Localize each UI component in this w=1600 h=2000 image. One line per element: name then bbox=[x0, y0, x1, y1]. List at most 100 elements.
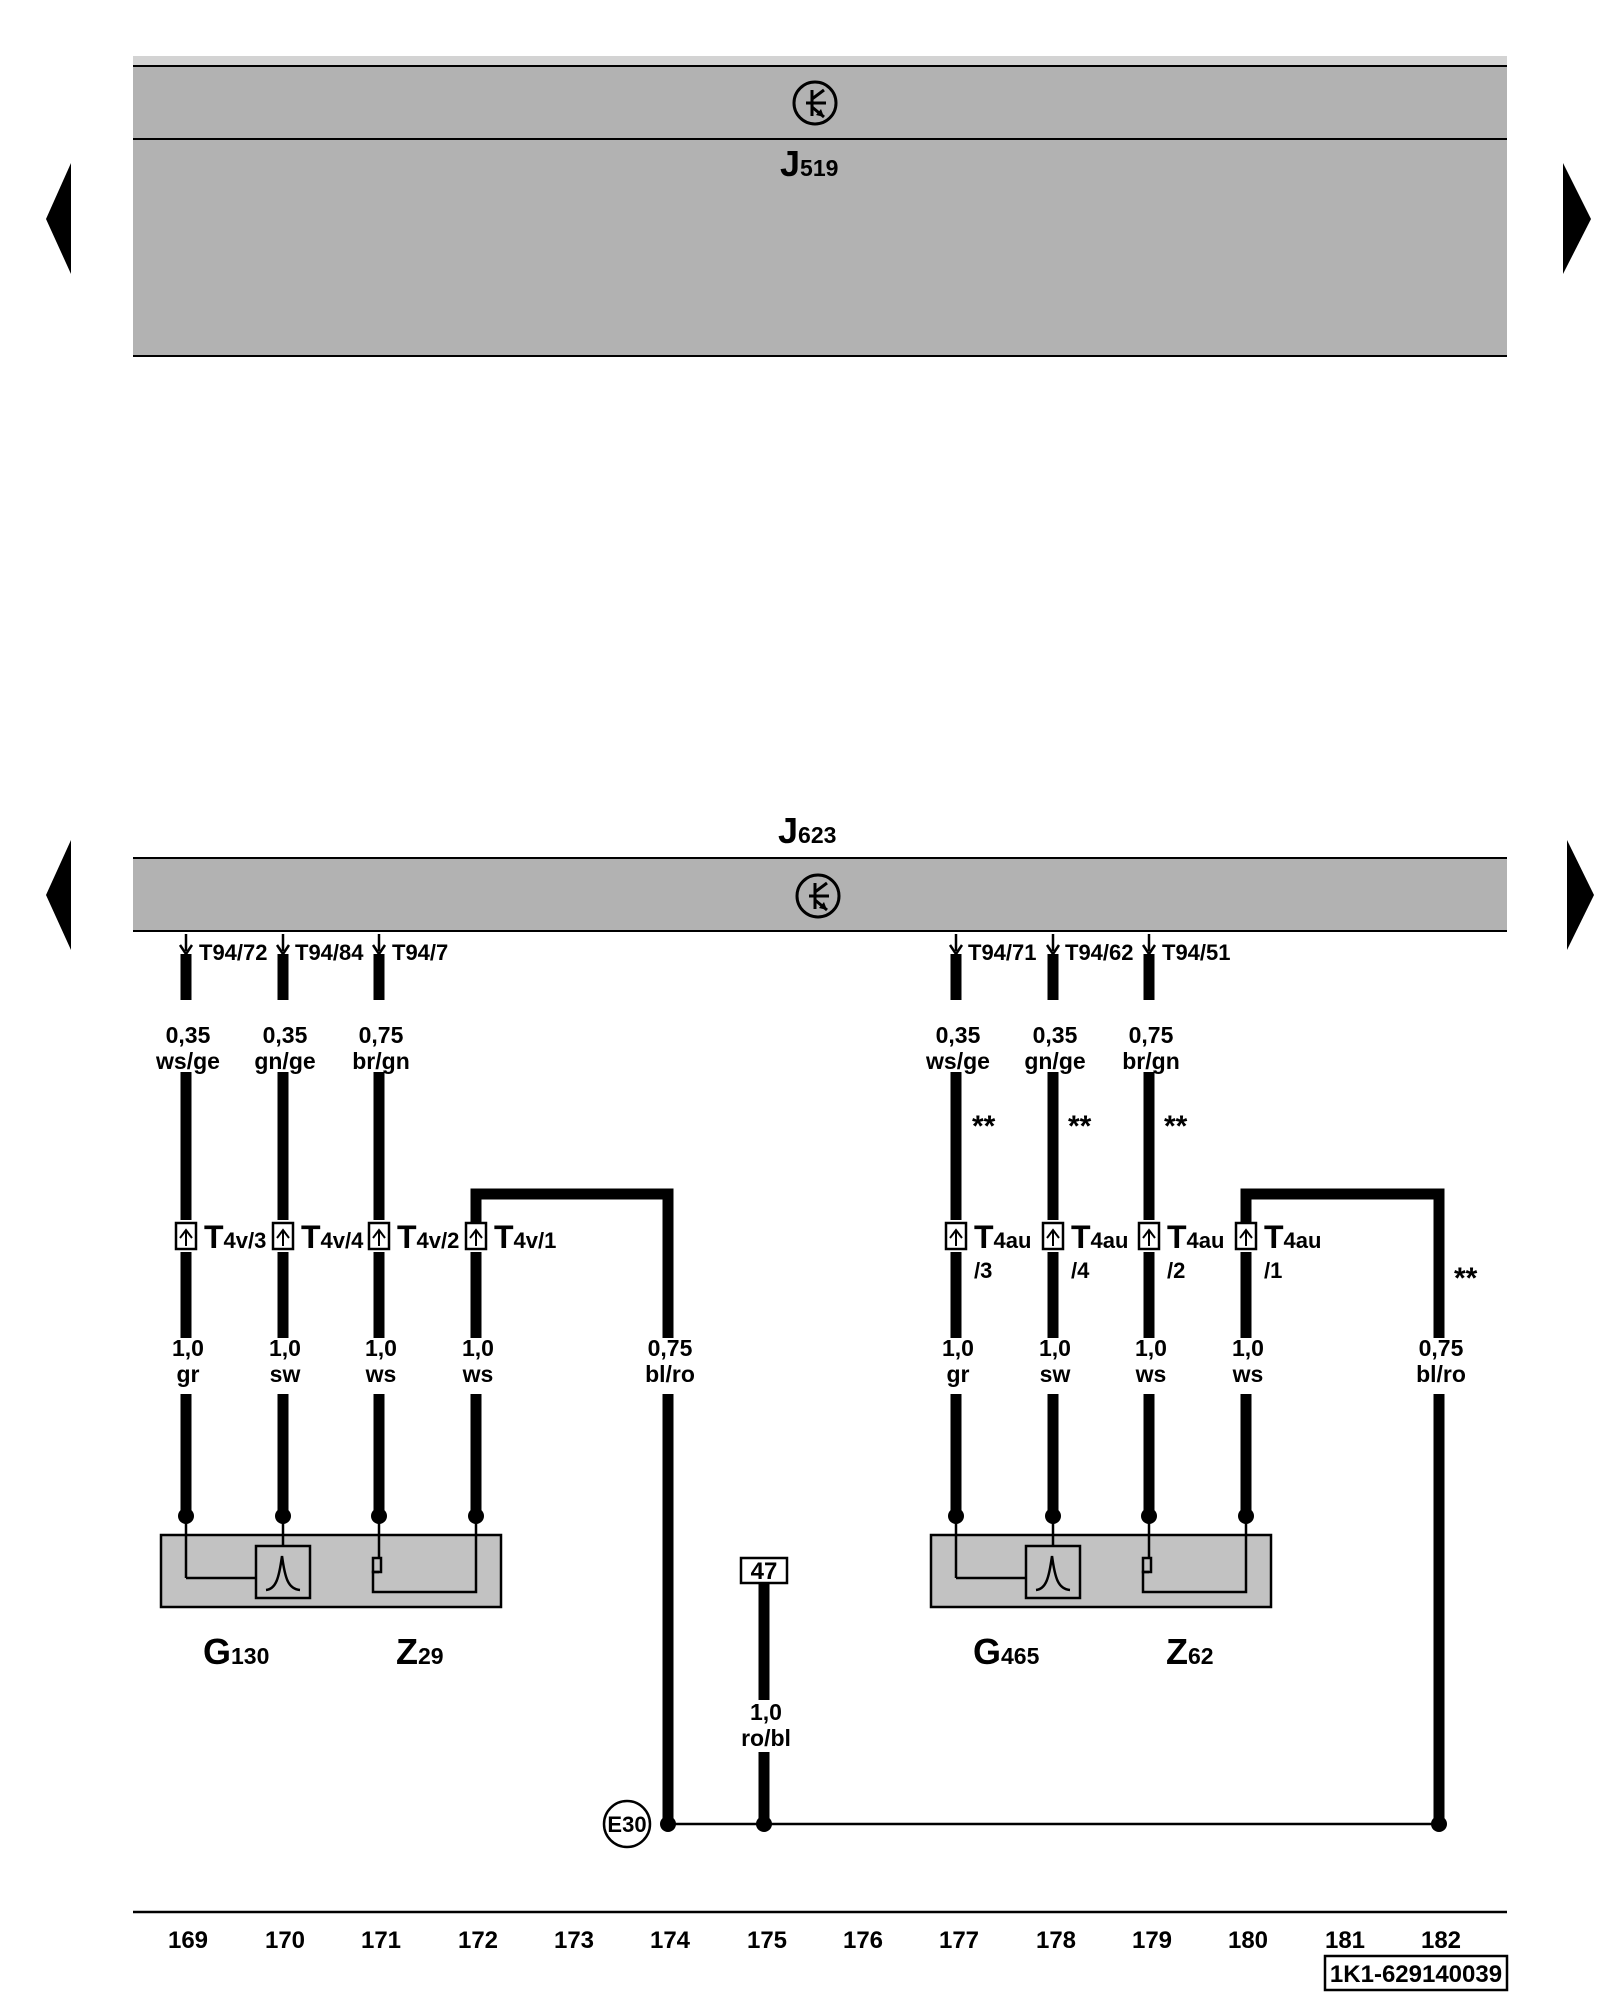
pin-label: T94/7 bbox=[392, 940, 448, 965]
connector-pin-number: /2 bbox=[1167, 1258, 1185, 1283]
sensor-symbol-icon bbox=[254, 1544, 312, 1600]
pin-label: T94/72 bbox=[199, 940, 268, 965]
sensor-symbol-icon bbox=[1024, 1544, 1082, 1600]
wire-size-label: 1,0 bbox=[942, 1335, 974, 1361]
pin-label: T94/51 bbox=[1162, 940, 1231, 965]
connector-labels: T4v/3 T4v/4 T4v/2 T4v/1 T4au /3 T4au /4 … bbox=[204, 1219, 1321, 1283]
wire-size-label: 1,0 bbox=[172, 1335, 204, 1361]
pin-arrow-icon bbox=[1141, 934, 1157, 957]
wire-color-label: sw bbox=[1040, 1361, 1071, 1387]
connector-pin-number: /3 bbox=[974, 1258, 992, 1283]
connector-label-t4au: T4au bbox=[1167, 1219, 1224, 1255]
prev-page-arrow-icon[interactable] bbox=[46, 163, 71, 274]
wire-color-label: ws bbox=[1135, 1361, 1167, 1387]
junction-dot bbox=[1431, 1816, 1447, 1832]
reference-box: 1K1-629140039 bbox=[1323, 1954, 1509, 1992]
junction-dot bbox=[660, 1816, 676, 1832]
pin-label: T94/62 bbox=[1065, 940, 1134, 965]
wire-size-label: 0,75 bbox=[1419, 1335, 1464, 1361]
module-j519-name: J bbox=[780, 143, 800, 184]
track-number: 178 bbox=[1036, 1927, 1076, 1954]
track-number: 180 bbox=[1228, 1927, 1268, 1954]
wire-size-label: 0,35 bbox=[1033, 1022, 1078, 1048]
pin-label: T94/71 bbox=[968, 940, 1037, 965]
wire-size-label: 1,0 bbox=[269, 1335, 301, 1361]
wire-size-label: 1,0 bbox=[1232, 1335, 1264, 1361]
connector-pin-icon bbox=[1137, 1221, 1161, 1251]
track-number: 173 bbox=[554, 1927, 594, 1954]
wire-color-label: ws/ge bbox=[155, 1048, 220, 1074]
wire-color-label: gr bbox=[177, 1361, 200, 1387]
connector-label-t4v: T4v/3 bbox=[204, 1219, 266, 1255]
pin-arrow-icon bbox=[275, 934, 291, 957]
control-unit-symbol-icon bbox=[792, 80, 838, 126]
component-label-g130: G130 bbox=[203, 1631, 269, 1672]
pin-arrow-icon bbox=[178, 934, 194, 957]
module-j519-body bbox=[133, 66, 1507, 356]
wire-color-label: br/gn bbox=[352, 1048, 410, 1074]
module-j519-number: 519 bbox=[800, 155, 838, 181]
connector-pin-icon bbox=[944, 1221, 968, 1251]
wire-color-label: ws bbox=[1232, 1361, 1264, 1387]
wire-size-label: 1,0 bbox=[750, 1699, 782, 1725]
control-unit-symbol-icon bbox=[795, 873, 841, 919]
wire-size-label: 1,0 bbox=[365, 1335, 397, 1361]
lower-wire-labels: 1,0 gr 1,0 sw 1,0 ws 1,0 ws 0,75 bl/ro 1… bbox=[172, 1335, 1466, 1751]
track-number: 182 bbox=[1421, 1927, 1461, 1954]
reference-label: 1K1-629140039 bbox=[1330, 1961, 1502, 1988]
wire-size-label: 0,75 bbox=[359, 1022, 404, 1048]
component-label-z29: Z29 bbox=[396, 1631, 444, 1672]
next-page-arrow-icon[interactable] bbox=[1567, 840, 1594, 950]
module-j623: J623 bbox=[133, 810, 1507, 932]
connector-label-t4au: T4au bbox=[1071, 1219, 1128, 1255]
note-markers: ** ** ** ** bbox=[972, 1110, 1478, 1295]
ground-point-label: E30 bbox=[607, 1812, 646, 1837]
module-j623-number: 623 bbox=[798, 822, 836, 848]
component-box bbox=[929, 1533, 1273, 1609]
component-g465-z62: G465 Z62 bbox=[929, 1508, 1273, 1672]
component-label-z62: Z62 bbox=[1166, 1631, 1214, 1672]
upper-wire-labels: 0,35 ws/ge 0,35 gn/ge 0,75 br/gn 0,35 ws… bbox=[155, 1022, 1180, 1074]
component-g130-z29: G130 Z29 bbox=[159, 1508, 503, 1672]
connector-symbols bbox=[174, 1221, 1258, 1251]
wire-size-label: 1,0 bbox=[1135, 1335, 1167, 1361]
track-numbers: 169 170 171 172 173 174 175 176 177 178 … bbox=[168, 1927, 1461, 1954]
connector-label-t4v: T4v/2 bbox=[397, 1219, 459, 1255]
terminal-label: 47 bbox=[751, 1558, 778, 1585]
pin-label: T94/84 bbox=[295, 940, 364, 965]
note-marker: ** bbox=[1164, 1110, 1188, 1143]
track-number: 172 bbox=[458, 1927, 498, 1954]
connector-pin-icon bbox=[174, 1221, 198, 1251]
junction-dot bbox=[756, 1816, 772, 1832]
connector-label-t4au: T4au bbox=[974, 1219, 1031, 1255]
ground-point-circle bbox=[602, 1799, 652, 1849]
wire-size-label: 0,35 bbox=[166, 1022, 211, 1048]
note-marker: ** bbox=[1454, 1262, 1478, 1295]
connector-label-t4au: T4au bbox=[1264, 1219, 1321, 1255]
wire-size-label: 0,75 bbox=[648, 1335, 693, 1361]
connector-pin-icon bbox=[1234, 1221, 1258, 1251]
connector-pin-icon bbox=[1041, 1221, 1065, 1251]
wire-size-label: 0,75 bbox=[1129, 1022, 1174, 1048]
next-page-arrow-icon[interactable] bbox=[1563, 163, 1591, 274]
wire-size-label: 0,35 bbox=[936, 1022, 981, 1048]
prev-page-arrow-icon[interactable] bbox=[46, 840, 71, 950]
wires bbox=[180, 954, 1445, 1824]
track-number: 169 bbox=[168, 1927, 208, 1954]
connector-pin-icon bbox=[464, 1221, 488, 1251]
track-number: 175 bbox=[747, 1927, 787, 1954]
connector-pin-number: /1 bbox=[1264, 1258, 1282, 1283]
wire-color-label: gn/ge bbox=[1024, 1048, 1085, 1074]
wire-color-label: sw bbox=[270, 1361, 301, 1387]
track-number: 179 bbox=[1132, 1927, 1172, 1954]
pin-arrow-icon bbox=[948, 934, 964, 957]
connector-pin-icon bbox=[271, 1221, 295, 1251]
connector-pin-number: /4 bbox=[1071, 1258, 1090, 1283]
wire-color-label: ws bbox=[462, 1361, 494, 1387]
note-marker: ** bbox=[1068, 1110, 1092, 1143]
module-j519-label: J519 bbox=[780, 143, 838, 184]
track-number: 171 bbox=[361, 1927, 401, 1954]
connector-label-t4v: T4v/1 bbox=[494, 1219, 556, 1255]
wire bbox=[1240, 1188, 1445, 1338]
